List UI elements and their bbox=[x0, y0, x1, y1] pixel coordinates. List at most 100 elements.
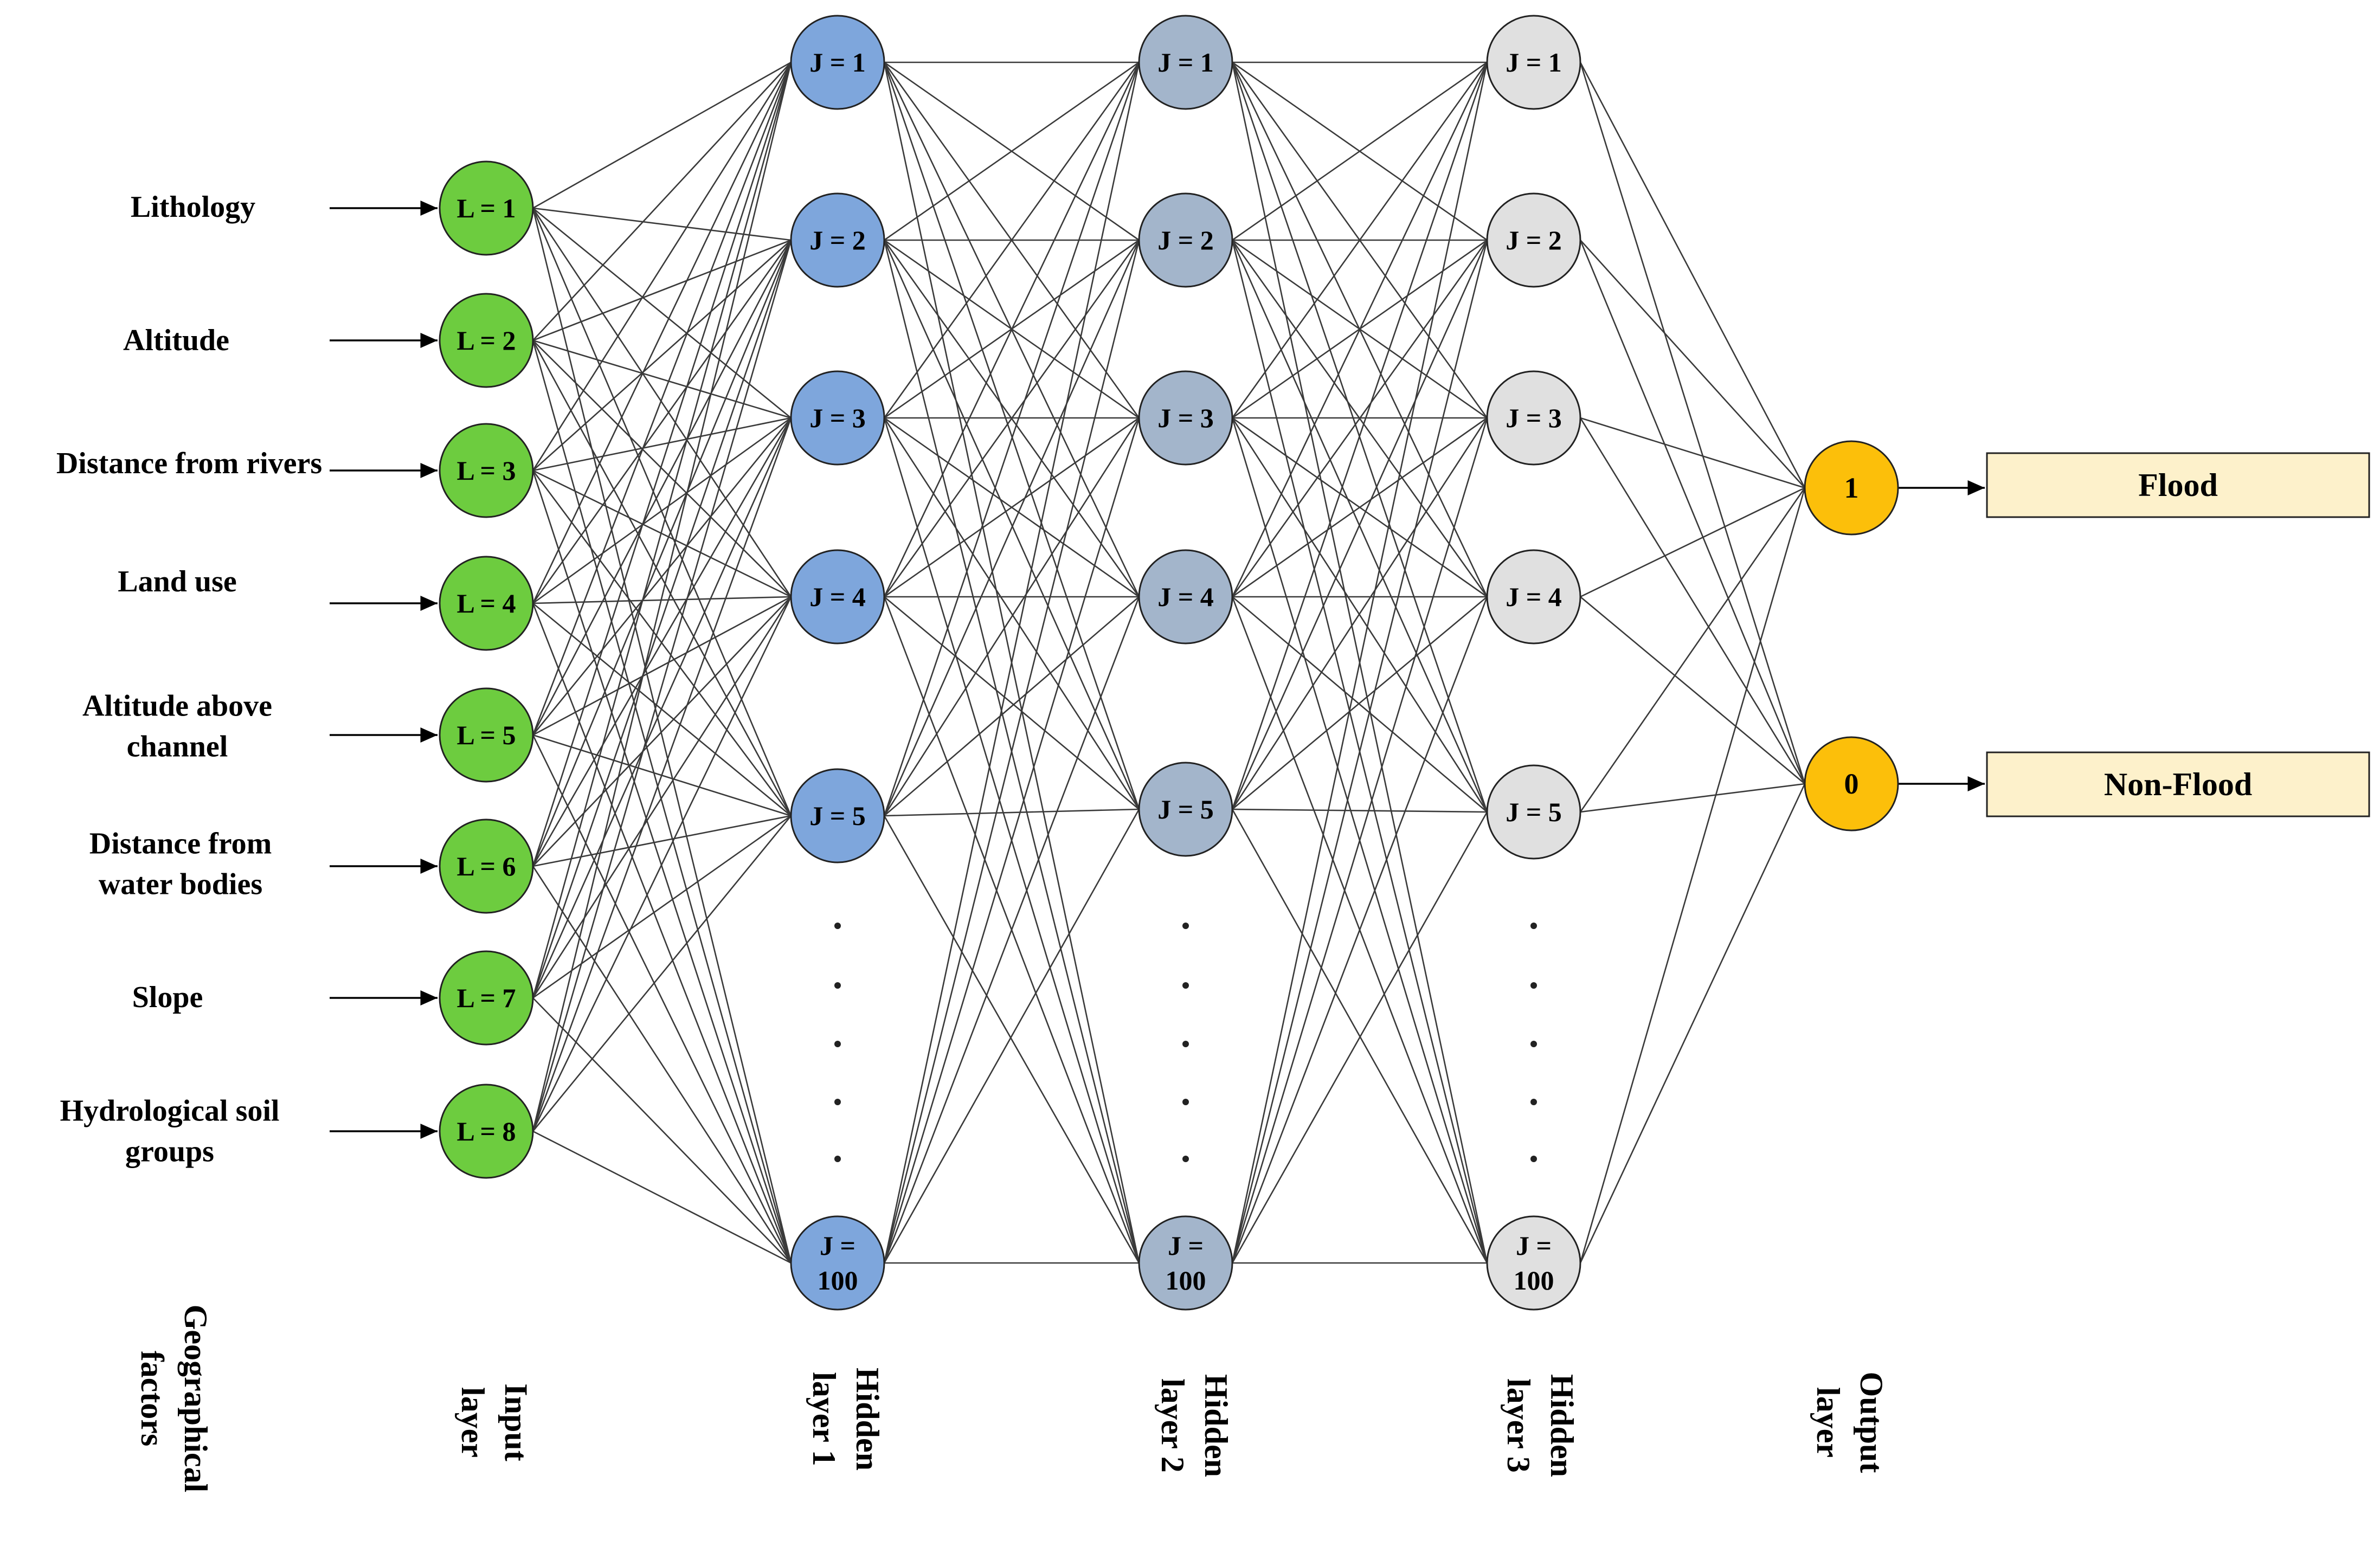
edge-input-h1-5-2 bbox=[532, 240, 792, 736]
hidden2-node-4 bbox=[1138, 549, 1233, 644]
edge-input-h1-7-5 bbox=[532, 815, 792, 999]
edge-input-h1-7-3 bbox=[532, 417, 792, 998]
hidden2-node-3 bbox=[1138, 370, 1233, 466]
hidden1-node-3 bbox=[790, 370, 885, 466]
edge-h2-h3-4-2 bbox=[1231, 240, 1488, 597]
edge-input-h1-2-3 bbox=[532, 339, 792, 419]
layer-label-text-5-line: Hidden bbox=[1544, 1374, 1580, 1477]
input-node-label-4: L = 4 bbox=[456, 588, 516, 618]
ellipsis-dot-h1-1 bbox=[834, 923, 841, 929]
edge-h2-h3-3-5 bbox=[1231, 417, 1488, 813]
edge-input-h1-4-1 bbox=[532, 62, 792, 604]
hidden2-node-label-1-line: J = 1 bbox=[1157, 47, 1214, 78]
layer-label-6: Outputlayer bbox=[1810, 1372, 1889, 1473]
edge-input-h1-8-3 bbox=[532, 417, 792, 1132]
hidden3-node-5 bbox=[1486, 764, 1581, 860]
result-label-non-flood: Non-Flood bbox=[2104, 766, 2252, 802]
ellipsis-dot-h1-2 bbox=[834, 982, 841, 989]
layer-label-text-1-line: factors bbox=[134, 1351, 170, 1447]
edge-h2-h3-4-3 bbox=[1232, 417, 1488, 598]
factor-label-6-line: water bodies bbox=[99, 868, 262, 901]
hidden2-node-label-3-line: J = 3 bbox=[1157, 403, 1214, 433]
edge-input-h1-1-4 bbox=[532, 208, 792, 597]
input-node-label-3: L = 3 bbox=[456, 455, 516, 486]
edge-h2-h3-4-1 bbox=[1231, 62, 1488, 597]
edge-h2-h3-4-5 bbox=[1232, 596, 1488, 813]
hidden3-node-label-2-line: J = 2 bbox=[1506, 225, 1562, 255]
edge-h1-h2-6-5 bbox=[883, 809, 1140, 1264]
hidden3-node-label-6: J =100 bbox=[1514, 1230, 1554, 1295]
edge-h1-h2-1-5 bbox=[883, 62, 1140, 810]
edge-h3-output-4-2 bbox=[1580, 596, 1805, 784]
hidden3-node-label-6-line: J = bbox=[1516, 1230, 1552, 1261]
hidden3-node-label-4-line: J = 4 bbox=[1506, 582, 1562, 612]
factor-label-3: Distance from rivers bbox=[56, 447, 322, 480]
ellipsis-dot-h2-4 bbox=[1182, 1099, 1189, 1105]
layer-label-2: Inputlayer bbox=[455, 1383, 534, 1461]
ellipsis-dot-h3-5 bbox=[1530, 1156, 1537, 1162]
edge-input-h1-6-5 bbox=[532, 815, 792, 867]
edge-h2-h3-2-1 bbox=[1232, 61, 1488, 241]
edge-input-h1-4-3 bbox=[532, 417, 792, 604]
hidden2-node-label-5-line: J = 5 bbox=[1157, 794, 1214, 824]
input-node-6 bbox=[439, 818, 534, 914]
edge-h3-output-5-2 bbox=[1580, 783, 1805, 813]
input-node-2 bbox=[439, 293, 534, 388]
ellipsis-dot-h2-3 bbox=[1182, 1041, 1189, 1047]
edge-h1-h2-6-1 bbox=[883, 62, 1140, 1264]
hidden3-node-label-3-line: J = 3 bbox=[1506, 403, 1562, 433]
input-node-label-1: L = 1 bbox=[456, 193, 516, 223]
input-node-1 bbox=[439, 160, 534, 256]
edge-input-h1-6-1 bbox=[532, 62, 792, 867]
edge-h2-h3-6-2 bbox=[1231, 240, 1488, 1264]
input-node-5 bbox=[439, 687, 534, 783]
edge-input-h1-4-2 bbox=[532, 240, 792, 604]
hidden2-node-1 bbox=[1138, 15, 1233, 110]
edge-input-h1-3-2 bbox=[532, 240, 792, 471]
edge-h2-h3-6-5 bbox=[1231, 811, 1488, 1264]
hidden2-node-label-4-line: J = 4 bbox=[1157, 582, 1214, 612]
factor-label-1: Lithology bbox=[131, 190, 255, 224]
factor-label-5-line: channel bbox=[127, 730, 228, 764]
edge-h1-h2-6-3 bbox=[883, 417, 1140, 1264]
layer-label-text-4-line: Hidden bbox=[1198, 1374, 1234, 1477]
output-node-label-2: 0 bbox=[1844, 768, 1859, 800]
layer-label-5: Hiddenlayer 3 bbox=[1501, 1374, 1580, 1477]
hidden3-node-2 bbox=[1486, 192, 1581, 288]
edge-h2-h3-6-4 bbox=[1231, 596, 1488, 1264]
hidden2-node-label-5: J = 5 bbox=[1157, 794, 1214, 824]
layer-label-3: Hiddenlayer 1 bbox=[806, 1368, 885, 1471]
edge-input-h1-2-6 bbox=[532, 340, 792, 1264]
factor-label-4: Land use bbox=[118, 565, 236, 598]
edge-h1-h2-5-6 bbox=[883, 815, 1140, 1264]
hidden1-node-label-6-line: J = bbox=[820, 1230, 855, 1261]
edge-input-h1-1-3 bbox=[532, 207, 792, 419]
hidden3-node-label-2: J = 2 bbox=[1506, 225, 1562, 255]
hidden1-node-label-6: J =100 bbox=[818, 1230, 858, 1295]
edge-input-h1-7-6 bbox=[532, 997, 792, 1264]
edge-h3-output-6-2 bbox=[1579, 783, 1806, 1264]
hidden2-node-label-2-line: J = 2 bbox=[1157, 225, 1214, 255]
edge-h3-output-4-1 bbox=[1580, 487, 1805, 598]
factor-label-7: Slope bbox=[132, 981, 203, 1014]
input-node-label-5: L = 5 bbox=[456, 720, 516, 750]
hidden1-node-label-2-line: J = 2 bbox=[809, 225, 866, 255]
hidden2-node-label-4: J = 4 bbox=[1157, 582, 1214, 612]
ellipsis-dots bbox=[834, 923, 1537, 1162]
edge-input-h1-1-2 bbox=[532, 207, 792, 241]
layer-label-text-1: Geographicalfactors bbox=[134, 1305, 214, 1493]
edge-h1-h2-5-4 bbox=[884, 596, 1140, 816]
edge-h2-h3-3-1 bbox=[1231, 62, 1488, 418]
ellipsis-dot-h2-2 bbox=[1182, 982, 1189, 989]
output-node-1 bbox=[1804, 440, 1899, 536]
hidden3-node-label-5: J = 5 bbox=[1506, 797, 1562, 827]
edge-h1-h2-5-3 bbox=[883, 417, 1140, 816]
layer-label-text-4: Hiddenlayer 2 bbox=[1155, 1374, 1234, 1477]
hidden3-node-label-5-line: J = 5 bbox=[1506, 797, 1562, 827]
edge-input-h1-5-3 bbox=[532, 417, 792, 736]
edge-h3-output-6-1 bbox=[1579, 487, 1806, 1264]
edge-h2-h3-5-5 bbox=[1232, 808, 1488, 813]
